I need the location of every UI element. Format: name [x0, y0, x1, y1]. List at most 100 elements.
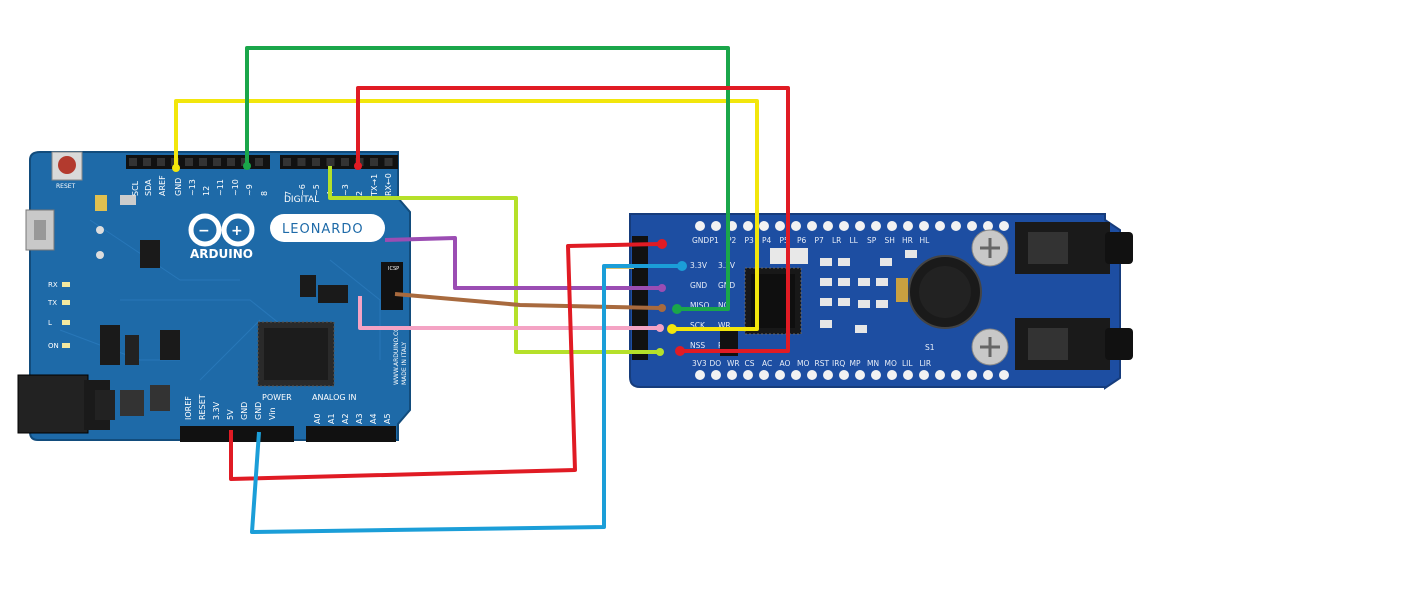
digital-pin-label: ~9 [245, 184, 254, 196]
pin-hole [695, 370, 705, 380]
module-left-pin-label: NC [718, 301, 729, 310]
pin-hole [791, 370, 801, 380]
power-pin-label: 5V [226, 409, 235, 420]
pin-hole [871, 370, 881, 380]
digital-pin-label: AREF [158, 175, 167, 196]
switch-label: S1 [925, 343, 935, 352]
brand-label: ARDUINO [190, 247, 253, 261]
wire-blue [250, 264, 682, 534]
pin-hole [807, 370, 817, 380]
module-top-pin-label: SH [885, 236, 895, 245]
pin-socket [370, 158, 378, 166]
pin-socket [143, 158, 151, 166]
wire-red-bottom [229, 242, 661, 481]
pin-hole [871, 221, 881, 231]
pin-socket [227, 158, 235, 166]
reset-label: RESET [56, 183, 76, 190]
module-top-pin-label: P4 [762, 236, 772, 245]
module-top-pin-label: P1 [710, 236, 720, 245]
pin-hole [807, 221, 817, 231]
svg-text:ICSP: ICSP [388, 266, 399, 272]
screw-top [971, 229, 1009, 267]
audio-jack-bottom [1015, 318, 1133, 370]
module-left-pin-label: MISO [690, 301, 709, 310]
screw-bottom [971, 328, 1009, 366]
module-left-pin-label: 3.3V [690, 261, 708, 270]
pin-socket [185, 158, 193, 166]
module-top-pin-label: P7 [815, 236, 825, 245]
website-label: WWW.ARDUINO.CC [393, 328, 400, 385]
pin-hole [903, 221, 913, 231]
side-led-labels: RX TX L ON [47, 281, 70, 350]
module-top-pin-label: SP [867, 236, 877, 245]
wire-purple [384, 236, 660, 290]
digital-pin-label: 12 [202, 186, 211, 196]
model-label: LEONARDO [282, 222, 364, 237]
module-top-pin-holes [695, 221, 1009, 231]
pin-hole [823, 221, 833, 231]
pin-hole [903, 370, 913, 380]
svg-text:RX: RX [48, 281, 58, 289]
digital-pin-label: GND [174, 178, 183, 196]
digital-pin-label: ~3 [341, 184, 350, 196]
digital-pin-label: 7 [284, 191, 293, 196]
pin-hole [711, 221, 721, 231]
pin-hole [887, 370, 897, 380]
arduino-leonardo-board: RESET − + [17, 151, 411, 442]
module-top-pin-label: P2 [727, 236, 737, 245]
module-top-pin-label: P5 [780, 236, 790, 245]
module-bottom-pin-label: WR [727, 359, 740, 368]
reset-button: RESET [51, 151, 83, 190]
analog-pin-label: A5 [383, 413, 392, 424]
power-pin-label: IOREF [184, 396, 193, 420]
pin-hole [951, 370, 961, 380]
pin-hole [775, 221, 785, 231]
svg-text:+: + [231, 223, 243, 239]
module-bottom-pin-label: IRQ [832, 359, 845, 368]
power-pin-label: RESET [198, 394, 207, 420]
digital-pin-label: ~11 [216, 179, 225, 196]
pin-hole [743, 221, 753, 231]
power-pin-label: GND [254, 402, 263, 420]
pin-hole [775, 370, 785, 380]
pin-socket [283, 158, 291, 166]
pin-hole [855, 221, 865, 231]
digital-pin-label: SCL [131, 180, 140, 196]
module-top-pin-label: GND [692, 236, 709, 245]
module-top-pin-label: HL [920, 236, 931, 245]
pin-hole [919, 221, 929, 231]
digital-pin-label: RX←0 [384, 173, 393, 196]
digital-pin-label: 2 [355, 191, 364, 196]
analog-pin-label: A1 [327, 413, 336, 424]
module-left-header [606, 236, 648, 360]
digital-pin-label: ~10 [231, 179, 240, 196]
pin-hole [791, 221, 801, 231]
digital-pin-label: TX→1 [370, 174, 379, 197]
pin-socket [341, 158, 349, 166]
pin-hole [839, 370, 849, 380]
module-left-pin-label: WR [718, 321, 731, 330]
pin-hole [999, 221, 1009, 231]
pin-hole [967, 370, 977, 380]
digital-header-label: DIGITAL [284, 195, 319, 205]
wire-brown [394, 292, 661, 310]
pin-hole [983, 221, 993, 231]
pin-socket [157, 158, 165, 166]
module-bottom-pin-label: LIR [920, 359, 932, 368]
module-bottom-pin-label: LIL [902, 359, 913, 368]
pin-hole [983, 370, 993, 380]
pin-hole [919, 370, 929, 380]
module-bottom-pin-label: RST [815, 359, 830, 368]
module-left-pin-label: NSS [690, 341, 705, 350]
pin-hole [999, 370, 1009, 380]
module-top-pin-label: P6 [797, 236, 807, 245]
svg-text:−: − [198, 223, 210, 239]
pin-socket [213, 158, 221, 166]
wire-green [245, 46, 730, 311]
module-bottom-pin-holes [695, 370, 1009, 380]
module-bottom-pin-label: DO [710, 359, 722, 368]
